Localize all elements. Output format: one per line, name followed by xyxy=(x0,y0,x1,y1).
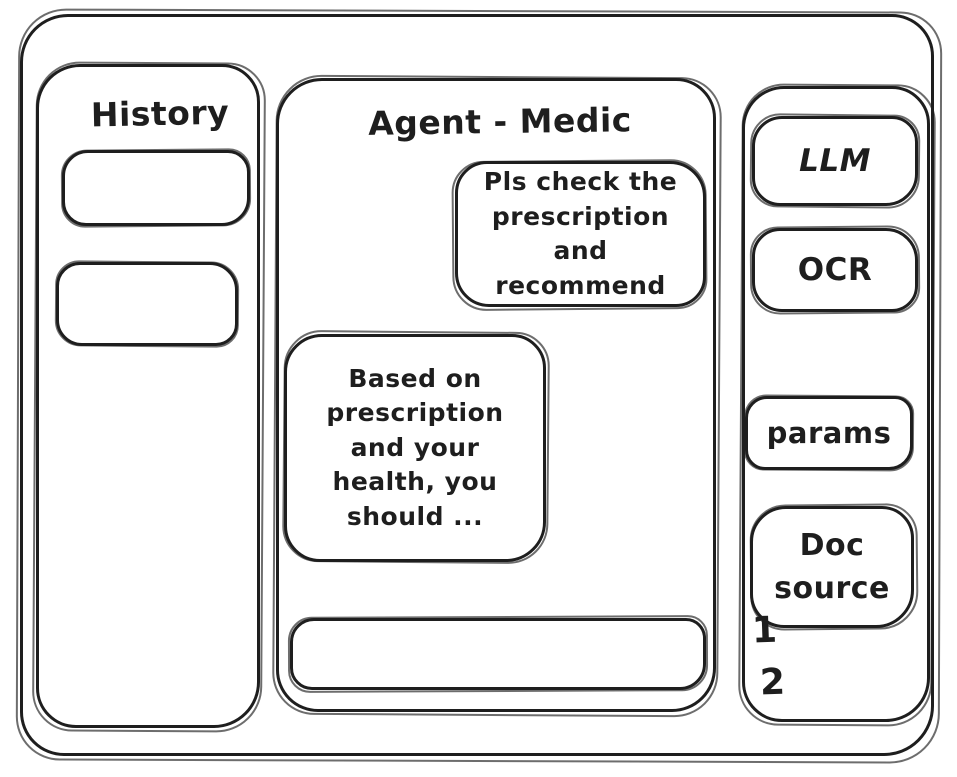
page-title: Agent - Medic xyxy=(367,100,633,143)
assistant-message-text: Based on prescription and your health, y… xyxy=(326,363,504,531)
doc-source-item-1[interactable]: 1 xyxy=(751,609,779,652)
assistant-message-bubble: Based on prescription and your health, y… xyxy=(284,334,546,562)
history-item[interactable] xyxy=(56,262,238,346)
doc-source-button-label: Doc source xyxy=(774,527,890,607)
ocr-button-label: OCR xyxy=(797,252,873,288)
params-button[interactable]: params xyxy=(745,396,913,470)
chat-input[interactable] xyxy=(293,621,703,687)
params-button-label: params xyxy=(766,416,892,450)
user-message-bubble: Pls check the prescription and recommend xyxy=(455,161,706,307)
llm-button[interactable]: LLM xyxy=(752,116,918,206)
history-item[interactable] xyxy=(62,150,250,226)
chat-input-bar[interactable] xyxy=(290,618,706,690)
doc-source-button[interactable]: Doc source xyxy=(750,506,914,628)
ocr-button[interactable]: OCR xyxy=(752,228,918,312)
history-title: History xyxy=(90,92,230,135)
llm-button-label: LLM xyxy=(799,143,871,179)
user-message-text: Pls check the prescription and recommend xyxy=(483,167,678,300)
doc-source-item-2[interactable]: 2 xyxy=(759,661,787,704)
